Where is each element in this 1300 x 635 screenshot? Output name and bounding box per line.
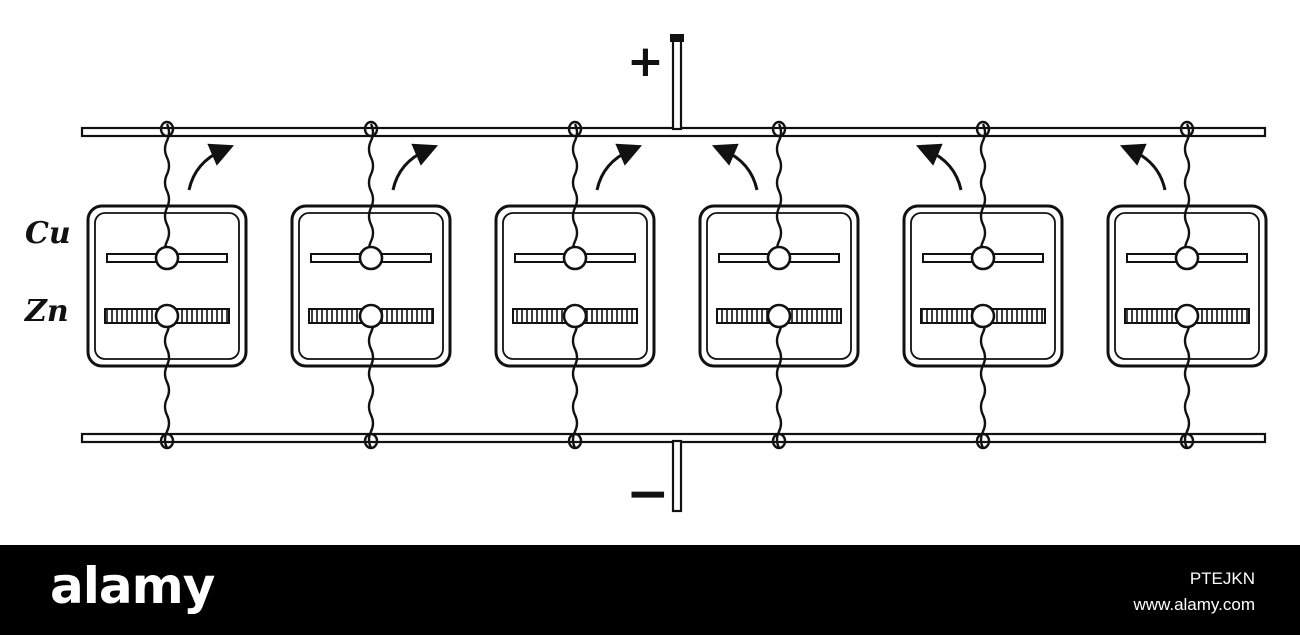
bottom-wire-knot xyxy=(771,432,787,450)
copper-label: Cu xyxy=(25,216,71,251)
watermark-logo: alamy xyxy=(50,557,215,615)
top-wire-knot xyxy=(771,120,787,138)
negative-terminal xyxy=(671,439,683,513)
current-direction-arrow xyxy=(391,143,439,191)
cell-vessel-inner xyxy=(706,212,852,360)
watermark-image-id: PTEJKN xyxy=(1189,569,1255,588)
cell-vessel-inner xyxy=(298,212,444,360)
top-wire-knot xyxy=(363,120,379,138)
cell-2 xyxy=(290,120,452,450)
battery-parallel-diagram: Cu Zn + − xyxy=(25,34,1268,524)
positive-sign: + xyxy=(627,36,664,87)
copper-terminal-knob xyxy=(1174,245,1200,271)
current-direction-arrow xyxy=(711,143,759,191)
top-wire-knot xyxy=(159,120,175,138)
zinc-wire xyxy=(1183,315,1191,449)
bottom-wire-knot xyxy=(567,432,583,450)
cell-vessel-outer xyxy=(494,204,656,368)
top-wire-knot xyxy=(975,120,991,138)
zinc-wire xyxy=(163,315,171,449)
zinc-terminal-knob xyxy=(154,303,180,329)
cell-vessel-outer xyxy=(86,204,248,368)
copper-terminal-knob xyxy=(562,245,588,271)
zinc-label: Zn xyxy=(25,294,69,329)
copper-terminal-knob xyxy=(970,245,996,271)
cell-vessel-outer xyxy=(902,204,1064,368)
cell-5 xyxy=(902,120,1064,450)
cell-vessel-outer xyxy=(698,204,860,368)
zinc-terminal-knob xyxy=(766,303,792,329)
top-wire-knot xyxy=(1179,120,1195,138)
cell-vessel-outer xyxy=(1106,204,1268,368)
copper-wire xyxy=(1183,123,1191,259)
copper-wire xyxy=(163,123,171,259)
copper-wire xyxy=(775,123,783,259)
watermark-banner: alamy PTEJKN www.alamy.com xyxy=(0,545,1300,635)
copper-wire xyxy=(979,123,987,259)
zinc-terminal-knob xyxy=(358,303,384,329)
cell-6 xyxy=(1106,120,1268,450)
diagram-canvas xyxy=(80,34,1268,513)
zinc-terminal-knob xyxy=(562,303,588,329)
bottom-wire-knot xyxy=(159,432,175,450)
bottom-wire-knot xyxy=(363,432,379,450)
cell-vessel-inner xyxy=(1114,212,1260,360)
cell-vessel-outer xyxy=(290,204,452,368)
copper-wire xyxy=(571,123,579,259)
copper-terminal-knob xyxy=(358,245,384,271)
copper-wire xyxy=(367,123,375,259)
bottom-wire-knot xyxy=(1179,432,1195,450)
current-direction-arrow xyxy=(595,143,643,191)
positive-terminal xyxy=(670,34,684,131)
current-direction-arrow xyxy=(187,143,235,191)
current-direction-arrow xyxy=(1119,143,1167,191)
zinc-terminal-knob xyxy=(1174,303,1200,329)
cell-vessel-inner xyxy=(910,212,1056,360)
top-wire-knot xyxy=(567,120,583,138)
cells-layer xyxy=(86,120,1268,450)
bottom-wire-knot xyxy=(975,432,991,450)
cell-vessel-inner xyxy=(94,212,240,360)
current-direction-arrow xyxy=(915,143,963,191)
zinc-wire xyxy=(571,315,579,449)
zinc-wire xyxy=(367,315,375,449)
zinc-wire xyxy=(775,315,783,449)
cell-3 xyxy=(494,120,656,450)
zinc-terminal-knob xyxy=(970,303,996,329)
negative-sign: − xyxy=(626,464,670,524)
cell-vessel-inner xyxy=(502,212,648,360)
copper-terminal-knob xyxy=(154,245,180,271)
watermark-site: www.alamy.com xyxy=(1133,595,1255,614)
cell-4 xyxy=(698,120,860,450)
zinc-wire xyxy=(979,315,987,449)
cell-1 xyxy=(86,120,248,450)
copper-terminal-knob xyxy=(766,245,792,271)
